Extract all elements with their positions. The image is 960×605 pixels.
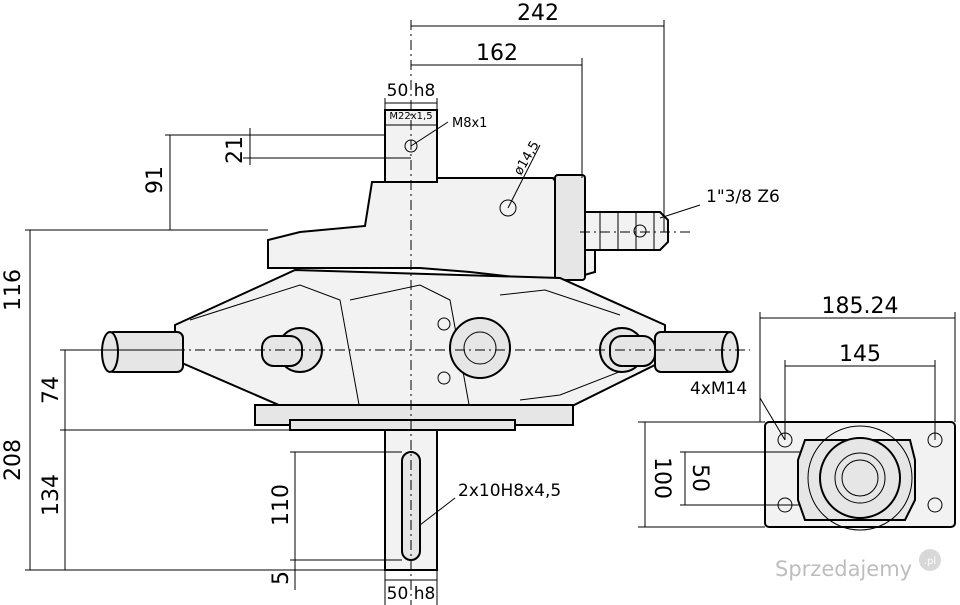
right-shaft-end xyxy=(721,331,739,373)
dim-flange-bolts: 4xM14 xyxy=(690,379,747,399)
dim-hole-diameter: ø14,5 xyxy=(511,139,542,178)
flange-bore xyxy=(841,459,879,497)
coupling-block xyxy=(554,174,586,281)
dim-top-bolt: M8x1 xyxy=(452,116,487,131)
watermark-text: Sprzedajemy xyxy=(775,557,912,581)
center-bearing xyxy=(449,317,511,379)
dim-spline: 1"3/8 Z6 xyxy=(706,187,780,207)
left-inner-shaft xyxy=(261,335,303,367)
dim-242: 242 xyxy=(517,1,559,26)
dim-208: 208 xyxy=(1,439,26,481)
housing-rib xyxy=(499,289,621,316)
dim-134: 134 xyxy=(39,474,64,516)
right-inner-shaft xyxy=(609,335,656,367)
left-shaft-end xyxy=(101,331,119,373)
dim-flange-height: 100 xyxy=(649,457,674,499)
dim-top-shaft-diameter: 50 h8 xyxy=(387,81,436,101)
dim-5: 5 xyxy=(269,571,294,585)
flange-spline xyxy=(834,452,886,504)
spline-pin xyxy=(633,224,647,238)
flange-view xyxy=(764,421,956,531)
watermark-badge xyxy=(919,549,941,571)
dim-bottom-shaft-diameter: 50 h8 xyxy=(387,584,436,604)
flange-mid-ring xyxy=(819,437,901,519)
spline-shaft xyxy=(584,211,669,251)
dim-21: 21 xyxy=(223,136,248,164)
dim-flange-width: 185.24 xyxy=(822,294,899,319)
bolt-hole xyxy=(437,371,451,385)
dim-91: 91 xyxy=(143,166,168,194)
flange-outer-ring xyxy=(807,425,913,531)
housing-rib xyxy=(189,284,361,411)
dim-top-thread: M22x1,5 xyxy=(389,111,432,122)
dim-74: 74 xyxy=(39,376,64,404)
dim-162: 162 xyxy=(476,41,518,66)
watermark-suffix: .pl xyxy=(924,556,936,567)
bolt-hole xyxy=(437,317,451,331)
flange-dimension-lines xyxy=(638,312,956,528)
flange-bolt-hole xyxy=(927,497,943,513)
side-hole xyxy=(499,199,517,217)
watermark: Sprzedajemy .pl xyxy=(775,549,941,581)
dim-flange-bolt-spacing: 145 xyxy=(839,342,881,367)
dimension-lines xyxy=(25,20,701,605)
center-lines xyxy=(95,20,750,605)
gearbox-side-view xyxy=(101,109,739,571)
dim-116: 116 xyxy=(1,269,26,311)
left-output-shaft xyxy=(107,331,184,373)
lower-housing xyxy=(174,268,666,422)
base-flange xyxy=(289,419,516,431)
dim-110: 110 xyxy=(269,484,294,526)
dim-flange-inner: 50 xyxy=(687,464,712,492)
upper-housing xyxy=(267,177,596,284)
dim-key: 2x10H8x4,5 xyxy=(458,481,561,501)
center-bore xyxy=(463,331,497,365)
